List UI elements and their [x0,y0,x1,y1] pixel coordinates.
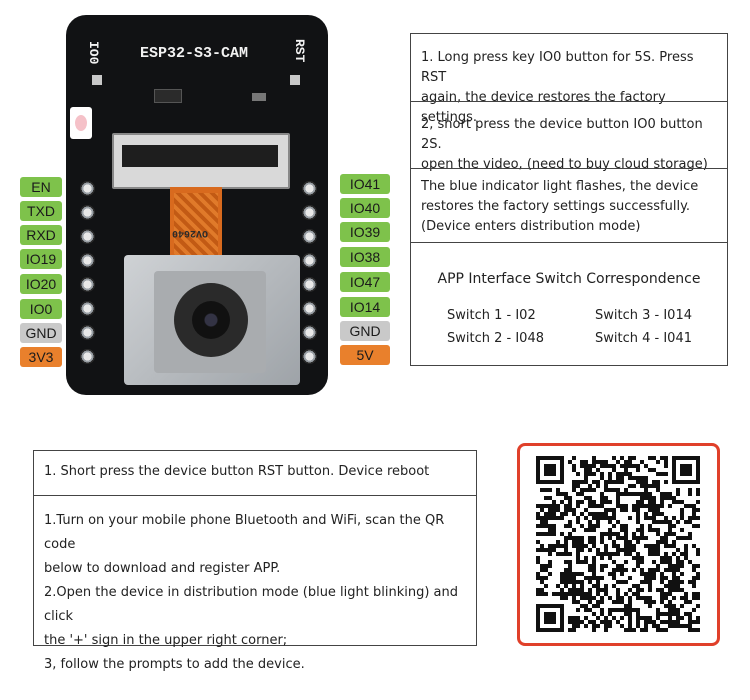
pin-label-io39: IO39 [340,222,390,242]
setup-line2: below to download and register APP. [44,561,281,576]
header-hole [80,277,95,292]
board-model-label: ESP32-S3-CAM [140,45,249,62]
header-hole [302,277,317,292]
header-hole [80,325,95,340]
header-hole [80,349,95,364]
status-led [70,107,92,139]
pin-label-io40: IO40 [340,198,390,218]
header-hole [302,325,317,340]
pin-label-txd: TXD [20,201,62,221]
switch1-label: Switch 1 - I02 [447,308,536,323]
rst-button[interactable] [290,75,300,85]
header-hole [302,349,317,364]
camera-model-label: OV2640 [172,227,209,238]
pin-label-io38: IO38 [340,247,390,267]
smd-resistor [252,93,266,101]
switch2-label: Switch 2 - I048 [447,331,544,346]
pin-label-rxd: RXD [20,225,62,245]
pin-label-io0: IO0 [20,299,62,319]
step3-line3: (Device enters distribution mode) [421,219,641,234]
pin-label-gnd-right: GND [340,321,390,341]
esp32-s3-cam-board: ESP32-S3-CAM IO0 RST OV2640 [66,15,328,395]
io0-silk-label: IO0 [86,41,101,65]
header-hole [80,205,95,220]
setup-line1: 1.Turn on your mobile phone Bluetooth an… [44,513,445,552]
switch3-label: Switch 3 - I014 [595,308,692,323]
fpc-connector [112,133,290,189]
pin-label-io47: IO47 [340,272,390,292]
switch4-label: Switch 4 - I041 [595,331,692,346]
divider [411,101,727,102]
header-hole [302,229,317,244]
step3-line2: restores the factory settings successful… [421,199,691,214]
divider [34,495,476,496]
qr-code [536,456,700,632]
step2-line1: 2, short press the device button IO0 but… [421,117,703,152]
step2-text: 2, short press the device button IO0 but… [411,115,727,175]
pin-label-io14: IO14 [340,297,390,317]
qr-code-frame[interactable] [517,443,720,646]
step1-line1: 1. Long press key IO0 button for 5S. Pre… [421,50,694,85]
rst-silk-label: RST [292,39,307,63]
header-hole [80,301,95,316]
switch-table-title: APP Interface Switch Correspondence [437,271,701,287]
pin-label-gnd-left: GND [20,323,62,343]
setup-line3: 2.Open the device in distribution mode (… [44,585,459,624]
divider [411,168,727,169]
step3-text: The blue indicator light flashes, the de… [411,177,727,237]
camera-lens [174,283,248,357]
bottom-instructions-box: 1. Short press the device button RST but… [33,450,477,672]
reboot-text: 1. Short press the device button RST but… [44,464,430,479]
setup-line5: 3, follow the prompts to add the device. [44,657,305,672]
header-hole [302,205,317,220]
step2-line2: open the video, (need to buy cloud stora… [421,157,708,172]
header-hole [80,229,95,244]
smd-chip [154,89,182,103]
io0-button[interactable] [92,75,102,85]
header-hole [302,301,317,316]
header-hole [80,181,95,196]
camera-module [154,271,266,373]
pin-label-io41: IO41 [340,174,390,194]
pin-label-en: EN [20,177,62,197]
header-hole [302,253,317,268]
setup-line4: the '+' sign in the upper right corner; [44,633,288,648]
setup-steps: 1.Turn on your mobile phone Bluetooth an… [34,509,476,677]
header-hole [80,253,95,268]
step3-line1: The blue indicator light flashes, the de… [421,179,699,194]
pin-label-io19: IO19 [20,249,62,269]
pin-label-5v: 5V [340,345,390,365]
divider [411,242,727,243]
header-hole [302,181,317,196]
pin-label-io20: IO20 [20,274,62,294]
pin-label-3v3: 3V3 [20,347,62,367]
top-instructions-box: 1. Long press key IO0 button for 5S. Pre… [410,33,728,366]
